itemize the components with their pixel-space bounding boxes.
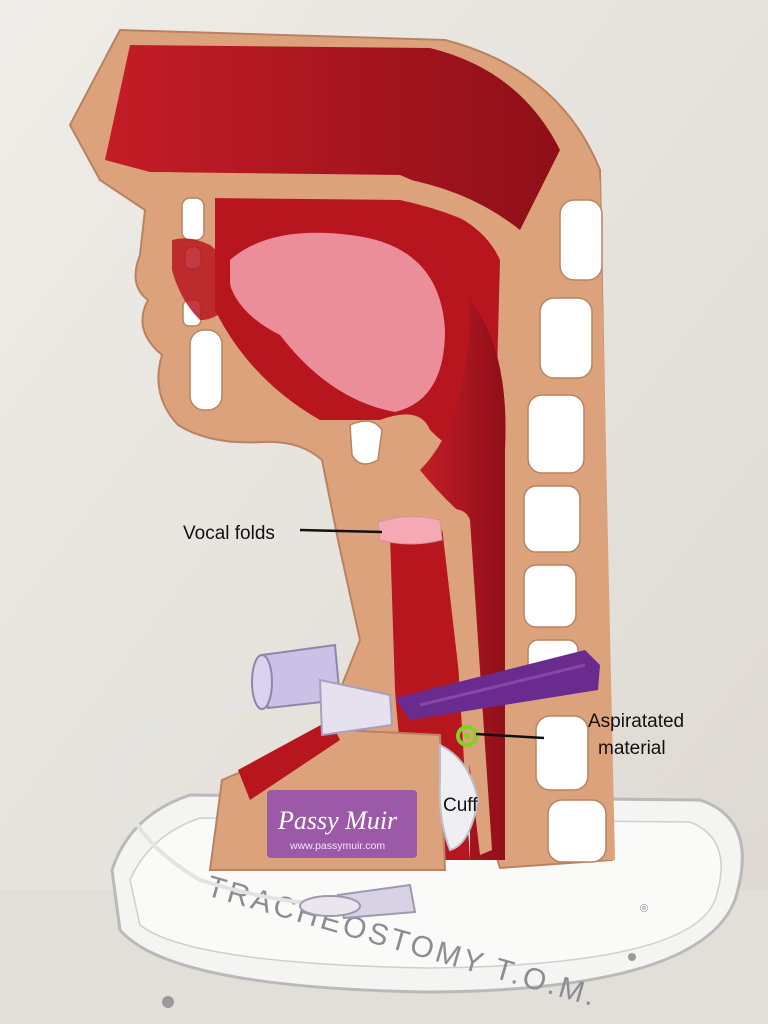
pilot-line [117, 698, 346, 907]
vocal-folds-pointer [299, 528, 383, 534]
aspirated-material-label-line2: material [598, 738, 666, 759]
logo-panel [267, 790, 417, 858]
neck-flange [318, 678, 394, 737]
hyoid-bone [349, 420, 383, 465]
cuff-balloon [438, 743, 480, 852]
tooth-upper [181, 197, 205, 241]
vocal-folds-label: Vocal folds [183, 523, 275, 544]
aspirated-material-marker [456, 725, 478, 747]
aspirated-material-pointer [475, 732, 545, 740]
brand-url: www.passymuir.com [289, 840, 385, 852]
brand-logo: Passy Muir [277, 806, 398, 835]
vocal-folds-region [377, 516, 443, 545]
registered-mark: ® [640, 903, 648, 915]
screw [628, 953, 636, 961]
tongue [230, 232, 445, 412]
pharynx [420, 300, 506, 860]
tooth-lower-b [189, 329, 223, 411]
cuff-label: Cuff [443, 795, 478, 816]
screw [162, 996, 174, 1008]
aspirated-material-label-line1: Aspiratated [588, 711, 684, 732]
vertebrae [523, 199, 607, 863]
trach-tube [117, 643, 480, 920]
